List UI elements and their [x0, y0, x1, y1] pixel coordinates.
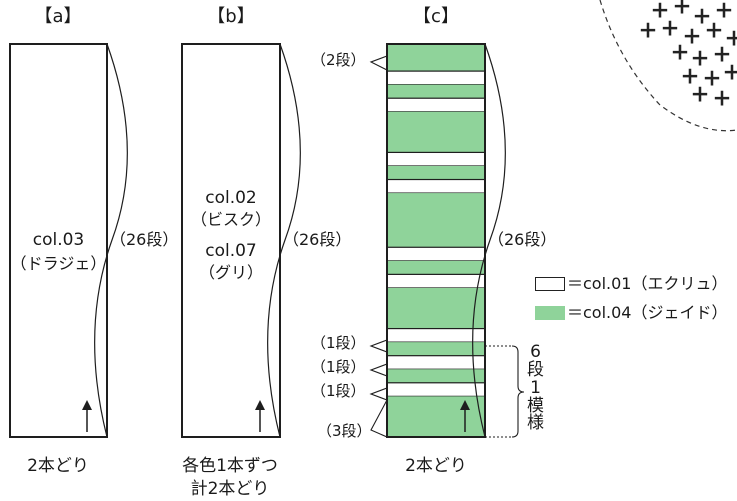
column-a-rows-note: （26段） — [110, 230, 179, 249]
stripe-green — [387, 369, 485, 383]
column-a-color-code: col.03 — [32, 230, 85, 250]
side-note-1-row-a: （1段） — [311, 334, 366, 352]
cross-mark-icon: ＋ — [713, 45, 731, 66]
side-note-pointer — [369, 339, 388, 353]
column-b-rect — [181, 43, 281, 438]
side-note-1-row-c: （1段） — [311, 382, 366, 400]
cross-mark-icon: ＋ — [683, 27, 701, 48]
column-a-footer: 2本どり — [27, 456, 89, 476]
column-b-bracket — [267, 43, 301, 438]
cross-mark-icon: ＋ — [713, 89, 731, 110]
cross-mark-icon: ＋ — [723, 63, 737, 84]
side-note-2-rows: （2段） — [311, 51, 366, 69]
column-b-rows-note: （26段） — [283, 230, 352, 249]
stripe-green — [387, 44, 485, 72]
stripe-green — [387, 165, 485, 180]
column-b-color-code-1: col.02 — [205, 188, 257, 208]
repeat-brace — [485, 345, 525, 438]
legend-ecru-swatch — [535, 277, 565, 291]
cross-mark-icon: ＋ — [673, 0, 691, 18]
cross-mark-icon: ＋ — [681, 67, 699, 88]
side-note-1-row-b: （1段） — [311, 358, 366, 376]
fabric-cross-marks: ＋＋＋＋＋＋＋＋＋＋＋＋＋＋＋＋＋ — [638, 0, 737, 111]
column-c-footer: 2本どり — [405, 456, 467, 476]
column-b-arrow-icon — [255, 400, 265, 432]
stripe-green — [387, 287, 485, 329]
column-c-side-pointers — [369, 55, 388, 438]
stripe-green — [387, 396, 485, 437]
legend-jade-text: ＝col.04（ジェイド） — [567, 303, 728, 322]
stripe-white — [386, 246, 486, 262]
cross-mark-icon: ＋ — [671, 43, 689, 64]
stripe-green — [387, 193, 485, 248]
cross-mark-icon: ＋ — [705, 21, 723, 42]
stripe-green — [387, 111, 485, 153]
column-b-footer-2: 計2本どり — [190, 479, 270, 499]
column-c-bracket — [472, 43, 506, 438]
repeat-note-char: 6 — [530, 342, 541, 362]
stripe-white — [386, 382, 486, 397]
stripe-white — [386, 151, 486, 167]
column-a-rect — [9, 43, 108, 438]
column-c-arrow-icon — [460, 400, 470, 432]
column-c-rows-note: （26段） — [488, 230, 557, 249]
column-c-stripes — [386, 44, 486, 437]
stripe-white — [386, 178, 486, 194]
repeat-note: 6 段 1 模 様 — [527, 342, 544, 434]
column-b-color-code-2: col.07 — [205, 241, 257, 261]
repeat-note-char: 1 — [530, 377, 541, 398]
stripe-green — [387, 260, 485, 275]
side-note-pointer — [369, 363, 388, 377]
cross-mark-icon: ＋ — [651, 1, 669, 22]
repeat-note-char: 模 — [527, 395, 544, 416]
cross-mark-icon: ＋ — [639, 21, 657, 42]
repeat-note-char: 段 — [527, 359, 544, 380]
column-b-color-name-2: （グリ） — [198, 263, 263, 282]
column-b-title: 【b】 — [207, 6, 255, 27]
cross-mark-icon: ＋ — [661, 19, 679, 40]
repeat-note-char: 様 — [527, 413, 544, 434]
cross-mark-icon: ＋ — [715, 1, 733, 22]
column-a-color-name: （ドラジェ） — [10, 254, 107, 273]
legend-jade-swatch — [535, 306, 565, 320]
stripe-white — [386, 70, 486, 86]
side-note-pointer — [370, 399, 388, 438]
stripe-white — [386, 327, 486, 343]
side-note-pointer — [369, 387, 388, 401]
cross-mark-icon: ＋ — [691, 49, 709, 70]
column-a-title: 【a】 — [34, 6, 82, 27]
stripe-white — [386, 273, 486, 289]
column-c-title: 【c】 — [413, 6, 459, 27]
column-b-footer-1: 各色1本ずつ — [182, 456, 278, 476]
cross-mark-icon: ＋ — [703, 69, 721, 90]
stripe-green — [387, 84, 485, 99]
side-note-3-rows: （3段） — [317, 422, 372, 440]
stripe-white — [386, 355, 486, 370]
column-c-rect — [386, 43, 486, 438]
cross-mark-icon: ＋ — [725, 29, 737, 50]
column-a-arrow-icon — [82, 400, 92, 432]
side-note-pointer — [369, 55, 388, 71]
cross-mark-icon: ＋ — [693, 7, 711, 28]
stripe-white — [386, 97, 486, 113]
cross-mark-icon: ＋ — [691, 85, 709, 106]
column-a-bracket — [94, 43, 128, 438]
stripe-green — [387, 342, 485, 356]
column-b-color-name-1: （ビスク） — [190, 210, 271, 229]
cross-stitch-fabric-icon: ＋＋＋＋＋＋＋＋＋＋＋＋＋＋＋＋＋ — [599, 0, 737, 132]
legend-ecru-text: ＝col.01（エクリュ） — [567, 274, 728, 293]
